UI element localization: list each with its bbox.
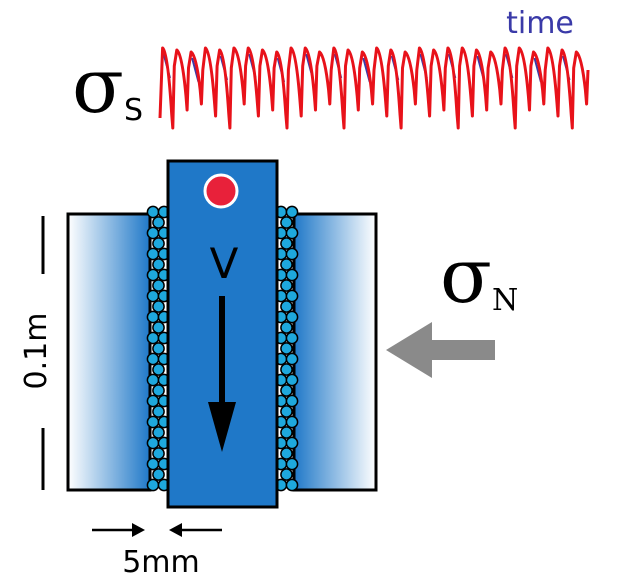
- velocity-label: V: [210, 239, 239, 288]
- grain-particle: [152, 384, 165, 397]
- grain-particle: [152, 342, 165, 355]
- grain-particle: [146, 331, 160, 345]
- grain-particle: [146, 289, 160, 303]
- grain-particle: [285, 226, 299, 240]
- grain-particle: [146, 436, 160, 450]
- height-label: 0.1m: [19, 313, 54, 390]
- grain-particle: [146, 457, 160, 471]
- grain-particle: [152, 237, 165, 250]
- grain-particle: [152, 216, 165, 229]
- grain-particle: [152, 279, 165, 292]
- grain-particle: [146, 394, 160, 408]
- grain-particle: [146, 352, 160, 366]
- granular-layer-left: [146, 205, 171, 492]
- grain-particle: [280, 300, 293, 313]
- grain-particle: [152, 447, 165, 460]
- grain-particle: [152, 300, 165, 313]
- right-side-block: [292, 212, 378, 492]
- grain-particle: [285, 373, 299, 387]
- sigma-s-subscript: S: [124, 93, 143, 128]
- grain-particle: [146, 226, 160, 240]
- grain-particle: [285, 331, 299, 345]
- grain-particle: [280, 321, 293, 334]
- grain-particle: [146, 373, 160, 387]
- grain-particle: [280, 426, 293, 439]
- grain-particle: [285, 436, 299, 450]
- grain-particle: [146, 268, 160, 282]
- grain-particle: [285, 394, 299, 408]
- grain-particle: [152, 258, 165, 271]
- grain-particle: [285, 352, 299, 366]
- grain-particle: [280, 405, 293, 418]
- grain-particle: [285, 247, 299, 261]
- normal-stress-label: σ N: [440, 231, 518, 320]
- grain-particle: [146, 247, 160, 261]
- grain-particle: [285, 457, 299, 471]
- grain-particle: [280, 216, 293, 229]
- grain-particle: [280, 363, 293, 376]
- normal-stress-arrow: [386, 322, 495, 378]
- grain-particle: [280, 279, 293, 292]
- sigma-n-subscript: N: [492, 283, 518, 318]
- gap-width-indicator: [92, 523, 222, 537]
- grain-particle: [152, 321, 165, 334]
- grain-particle: [146, 310, 160, 324]
- grain-particle: [285, 415, 299, 429]
- grain-particle: [285, 289, 299, 303]
- sigma-n-symbol: σ: [440, 231, 492, 320]
- grain-particle: [280, 237, 293, 250]
- sigma-s-symbol: σ: [72, 41, 124, 130]
- granular-layer-right: [274, 205, 299, 492]
- grain-particle: [146, 205, 160, 219]
- gap-label: 5mm: [122, 545, 200, 578]
- grain-particle: [152, 363, 165, 376]
- grain-particle: [152, 405, 165, 418]
- left-side-block: [66, 212, 152, 492]
- grain-particle: [152, 468, 165, 481]
- shear-stress-label: σ S: [72, 41, 143, 130]
- grain-particle: [280, 384, 293, 397]
- grain-particle: [280, 342, 293, 355]
- grain-particle: [285, 205, 299, 219]
- grain-particle: [146, 415, 160, 429]
- grain-particle: [146, 478, 160, 492]
- signal-trace-red: [158, 46, 590, 130]
- stress-time-signal: [158, 46, 590, 130]
- grain-particle: [285, 478, 299, 492]
- grain-particle: [280, 468, 293, 481]
- velocity-arrow: [208, 296, 236, 452]
- time-label: time: [506, 6, 574, 41]
- grain-particle: [280, 447, 293, 460]
- grain-particle: [285, 268, 299, 282]
- red-marker-dot: [203, 173, 239, 209]
- grain-particle: [280, 258, 293, 271]
- grain-particle: [152, 426, 165, 439]
- grain-particle: [285, 310, 299, 324]
